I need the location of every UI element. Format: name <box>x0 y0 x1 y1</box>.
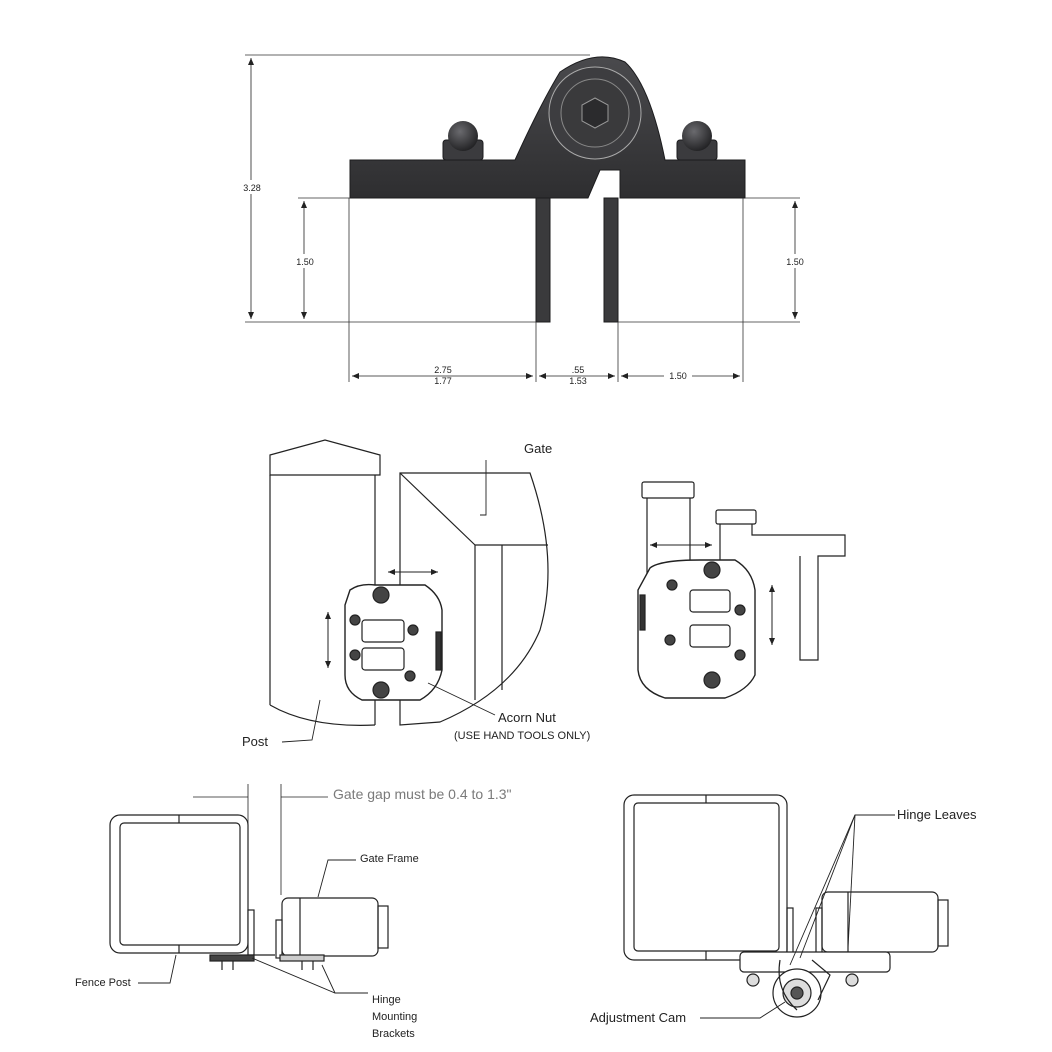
hinge-leaves-label: Hinge Leaves <box>897 807 977 822</box>
dim-left-width-b: 1.77 <box>434 376 452 386</box>
brackets-label-line1: Hinge <box>372 994 401 1006</box>
brackets-label-line2: Mounting <box>372 1011 417 1023</box>
acorn-nut-label: Acorn Nut <box>498 710 556 725</box>
brackets-label-line3: Brackets <box>372 1028 415 1040</box>
dim-right-width: 1.50 <box>669 371 687 381</box>
adjustment-cam-label: Adjustment Cam <box>590 1010 686 1025</box>
bottom-right-top-view <box>623 794 949 1019</box>
acorn-nut-right <box>676 121 718 161</box>
hinge-side-profile <box>349 56 746 323</box>
middle-left-isometric <box>269 439 549 743</box>
acorn-nut-note: (USE HAND TOOLS ONLY) <box>454 730 590 742</box>
dim-right-height: 1.50 <box>786 257 804 267</box>
post-label: Post <box>242 734 268 749</box>
gate-frame-label: Gate Frame <box>360 853 419 865</box>
bottom-left-top-view <box>109 784 389 994</box>
acorn-nut-left <box>442 121 484 161</box>
dim-left-height: 1.50 <box>296 257 314 267</box>
dim-gap-b: 1.53 <box>569 376 587 386</box>
gate-label: Gate <box>524 441 552 456</box>
top-dimension-drawing: 3.28 1.50 1.50 2.75 1.77 .55 1.53 1.50 <box>238 54 809 386</box>
middle-right-isometric <box>637 481 846 699</box>
adjustment-cam <box>772 968 822 1018</box>
fence-post-label: Fence Post <box>75 977 131 989</box>
dim-gap-a: .55 <box>572 365 585 375</box>
hinge-plate-rear <box>637 559 756 699</box>
gate-gap-note: Gate gap must be 0.4 to 1.3" <box>333 786 512 802</box>
dim-total-height: 3.28 <box>243 183 261 193</box>
dim-left-width-a: 2.75 <box>434 365 452 375</box>
hinge-plate-front <box>344 583 443 701</box>
